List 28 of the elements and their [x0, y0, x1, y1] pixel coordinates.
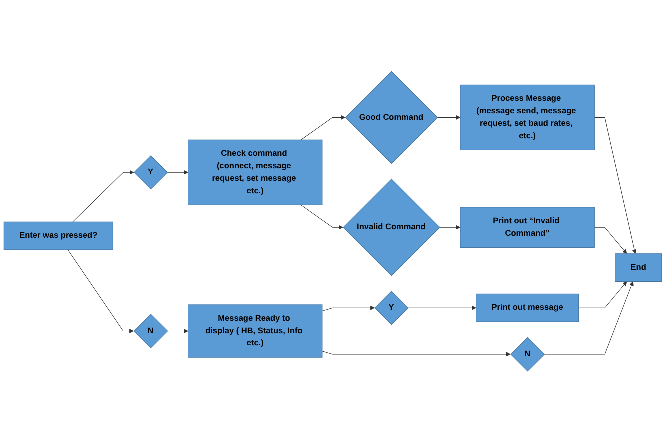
node-diamond: Y — [374, 291, 409, 326]
node-box: Message Ready to display ( HB, Status, Info etc.) — [188, 304, 323, 358]
node-box: End — [615, 254, 662, 282]
arrow — [167, 329, 188, 334]
arrow — [408, 306, 476, 310]
node-box: Process Message (message send, message request, set baud rates, etc.) — [460, 84, 595, 150]
node-diamond: N — [510, 337, 546, 372]
arrow — [322, 306, 375, 312]
node-diamond: Good Command — [345, 71, 438, 164]
node-box: Print out message — [476, 294, 580, 322]
arrow — [167, 170, 188, 175]
arrow — [300, 115, 346, 140]
arrow — [594, 117, 637, 254]
node-box: Enter was pressed? — [4, 222, 114, 250]
node-diamond: Invalid Command — [343, 178, 440, 276]
node-box: Print out “Invalid Command” — [460, 207, 595, 248]
arrow — [440, 225, 461, 230]
node-box: Check command (connect, message request, set message etc.) — [188, 140, 323, 206]
arrow — [68, 250, 134, 334]
arrow — [544, 282, 634, 355]
arrow — [437, 115, 461, 120]
arrow — [322, 351, 511, 357]
node-diamond: N — [134, 314, 168, 349]
arrow — [300, 204, 344, 230]
arrow — [594, 227, 628, 254]
arrow — [578, 282, 628, 308]
arrow — [72, 170, 134, 222]
node-diamond: Y — [134, 156, 168, 190]
